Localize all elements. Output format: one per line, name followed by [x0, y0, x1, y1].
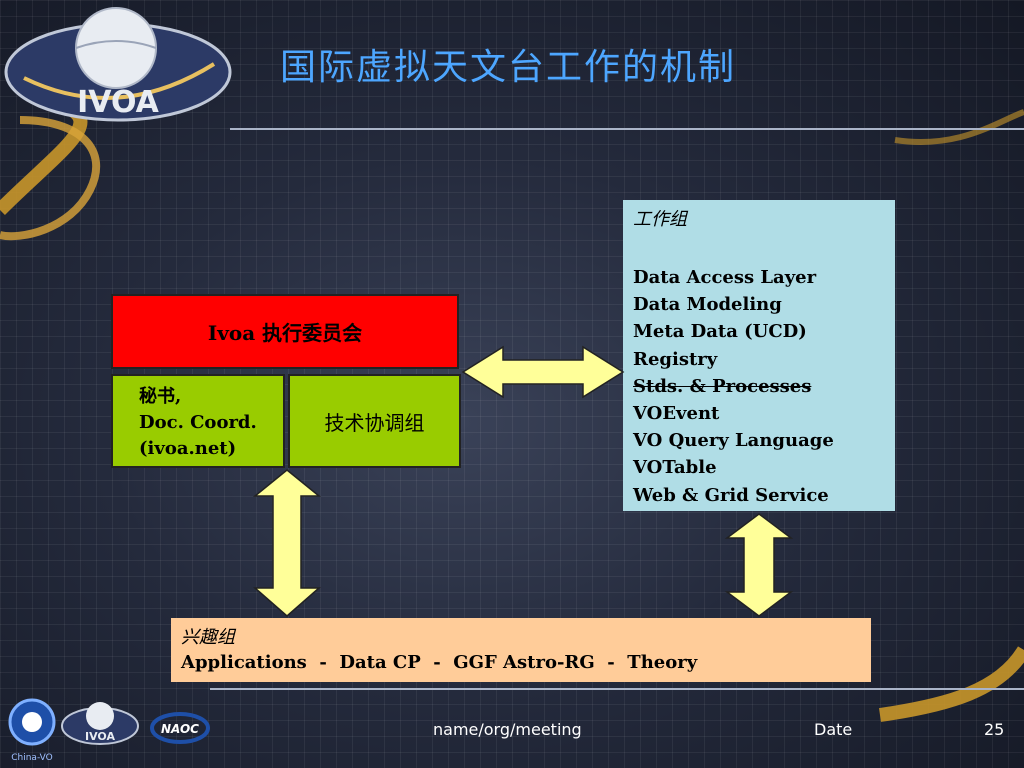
- secretariat-line-2: Doc. Coord.: [139, 412, 257, 433]
- footer-date: Date: [814, 720, 853, 739]
- secretariat-line-3: (ivoa.net): [139, 438, 237, 459]
- ivoa-logo: IVOA: [4, 7, 232, 122]
- footer-logos: China-VO IVOA NAOC: [8, 698, 210, 763]
- naoc-logo: NAOC: [150, 712, 210, 744]
- tech-coord-label: 技术协调组: [324, 410, 425, 435]
- working-groups-title: 工作组: [633, 209, 687, 230]
- wg-item: Web & Grid Service: [633, 484, 829, 506]
- svg-text:NAOC: NAOC: [161, 722, 199, 736]
- page-number: 25: [984, 720, 1005, 739]
- ivoa-logo-text: IVOA: [77, 85, 160, 120]
- ivoa-small-logo: IVOA: [61, 702, 139, 745]
- exec-committee-box: Ivoa 执行委员会: [111, 294, 459, 369]
- interest-groups-items: Applications - Data CP - GGF Astro-RG - …: [181, 652, 698, 673]
- header-divider: [230, 128, 1024, 130]
- tech-coord-box: 技术协调组: [288, 374, 461, 468]
- footer-divider: [210, 688, 1024, 690]
- footer-meeting: name/org/meeting: [433, 720, 582, 739]
- wg-item: Meta Data (UCD): [633, 321, 807, 343]
- secretariat-box: 秘书, Doc. Coord. (ivoa.net): [111, 374, 285, 468]
- svg-text:China-VO: China-VO: [11, 753, 53, 763]
- china-vo-logo: China-VO: [8, 698, 56, 763]
- wg-item: VOEvent: [633, 403, 720, 425]
- interest-groups-box: 兴趣组 Applications - Data CP - GGF Astro-R…: [171, 618, 871, 682]
- slide-title: 国际虚拟天文台工作的机制: [280, 47, 737, 88]
- working-groups-box: 工作组 Data Access Layer Data Modeling Meta…: [623, 200, 895, 511]
- wg-item: Registry: [633, 348, 718, 370]
- wg-item: Data Modeling: [633, 294, 782, 316]
- exec-committee-label: Ivoa 执行委员会: [207, 321, 363, 345]
- secretariat-line-1: 秘书,: [139, 386, 182, 407]
- wg-item: Data Access Layer: [633, 267, 817, 288]
- wg-item: VO Query Language: [633, 430, 834, 452]
- wg-item-struck: Stds. & Processes: [633, 375, 812, 397]
- svg-text:IVOA: IVOA: [85, 730, 115, 743]
- interest-groups-title: 兴趣组: [181, 627, 235, 648]
- wg-item: VOTable: [633, 457, 717, 479]
